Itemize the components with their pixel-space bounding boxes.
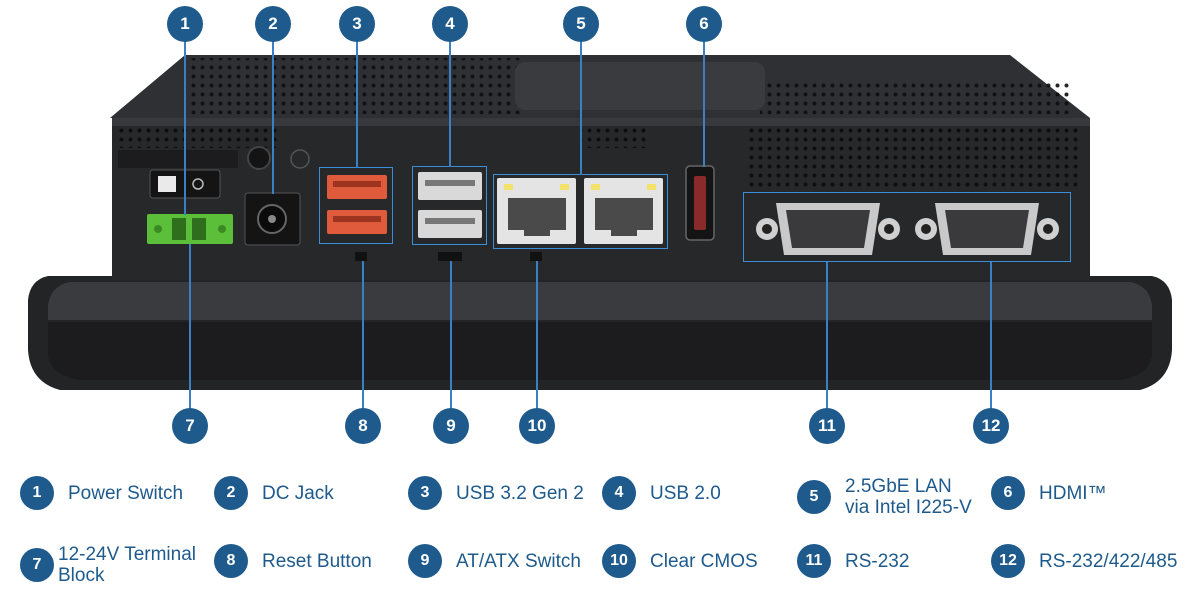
legend-label: Reset Button <box>262 550 372 572</box>
legend-label: RS-232 <box>845 550 910 572</box>
legend-item-6: 6 HDMI™ <box>991 476 1107 510</box>
legend-item-7: 7 12-24V Terminal Block <box>20 544 196 586</box>
legend-badge: 9 <box>408 544 442 578</box>
callout-badge-2: 2 <box>255 6 291 42</box>
com-highlight <box>743 192 1071 262</box>
legend-badge: 11 <box>797 544 831 578</box>
usb32-highlight <box>319 167 393 244</box>
callout-badge-8: 8 <box>345 408 381 444</box>
legend-item-2: 2 DC Jack <box>214 476 334 510</box>
legend-label: Clear CMOS <box>650 550 758 572</box>
legend-item-4: 4 USB 2.0 <box>602 476 721 510</box>
callout-badge-7: 7 <box>172 408 208 444</box>
legend-badge: 6 <box>991 476 1025 510</box>
legend-badge: 3 <box>408 476 442 510</box>
callout-badge-6: 6 <box>686 6 722 42</box>
legend-label: RS-232/422/485 <box>1039 550 1178 572</box>
legend-item-12: 12 RS-232/422/485 <box>991 544 1177 578</box>
legend-label: HDMI™ <box>1039 482 1107 504</box>
callout-badge-3: 3 <box>339 6 375 42</box>
legend-item-1: 1 Power Switch <box>20 476 183 510</box>
legend-label: DC Jack <box>262 482 334 504</box>
legend-label-line1: 2.5GbE LAN <box>845 476 952 497</box>
legend-badge: 4 <box>602 476 636 510</box>
legend-badge: 7 <box>20 548 54 582</box>
legend-label-line1: 12-24V Terminal <box>58 544 197 565</box>
legend-item-3: 3 USB 3.2 Gen 2 <box>408 476 584 510</box>
legend-label: 12-24V Terminal Block <box>58 544 196 586</box>
callout-badge-11: 11 <box>809 408 845 444</box>
legend-badge: 5 <box>797 480 831 514</box>
callout-badge-5: 5 <box>563 6 599 42</box>
legend-badge: 8 <box>214 544 248 578</box>
callout-badge-12: 12 <box>973 408 1009 444</box>
callout-badge-1: 1 <box>167 6 203 42</box>
legend-label-line2: Block <box>58 565 105 586</box>
legend-label: 2.5GbE LAN via Intel I225-V <box>845 476 972 518</box>
legend-label: Power Switch <box>68 482 184 504</box>
usb20-highlight <box>412 166 487 245</box>
callout-badge-9: 9 <box>433 408 469 444</box>
lan-highlight <box>493 174 668 249</box>
device-rear-panel <box>28 55 1172 390</box>
legend-badge: 1 <box>20 476 54 510</box>
legend-badge: 10 <box>602 544 636 578</box>
legend-item-11: 11 RS-232 <box>797 544 909 578</box>
legend-label-line2: via Intel I225-V <box>845 497 972 518</box>
legend-badge: 2 <box>214 476 248 510</box>
callout-badge-4: 4 <box>432 6 468 42</box>
legend-badge: 12 <box>991 544 1025 578</box>
legend-item-9: 9 AT/ATX Switch <box>408 544 581 578</box>
legend-item-8: 8 Reset Button <box>214 544 372 578</box>
callout-badge-10: 10 <box>519 408 555 444</box>
legend-item-5: 5 2.5GbE LAN via Intel I225-V <box>797 476 972 518</box>
legend-label: USB 2.0 <box>650 482 721 504</box>
legend-item-10: 10 Clear CMOS <box>602 544 758 578</box>
legend-label: AT/ATX Switch <box>456 550 581 572</box>
legend-label: USB 3.2 Gen 2 <box>456 482 584 504</box>
